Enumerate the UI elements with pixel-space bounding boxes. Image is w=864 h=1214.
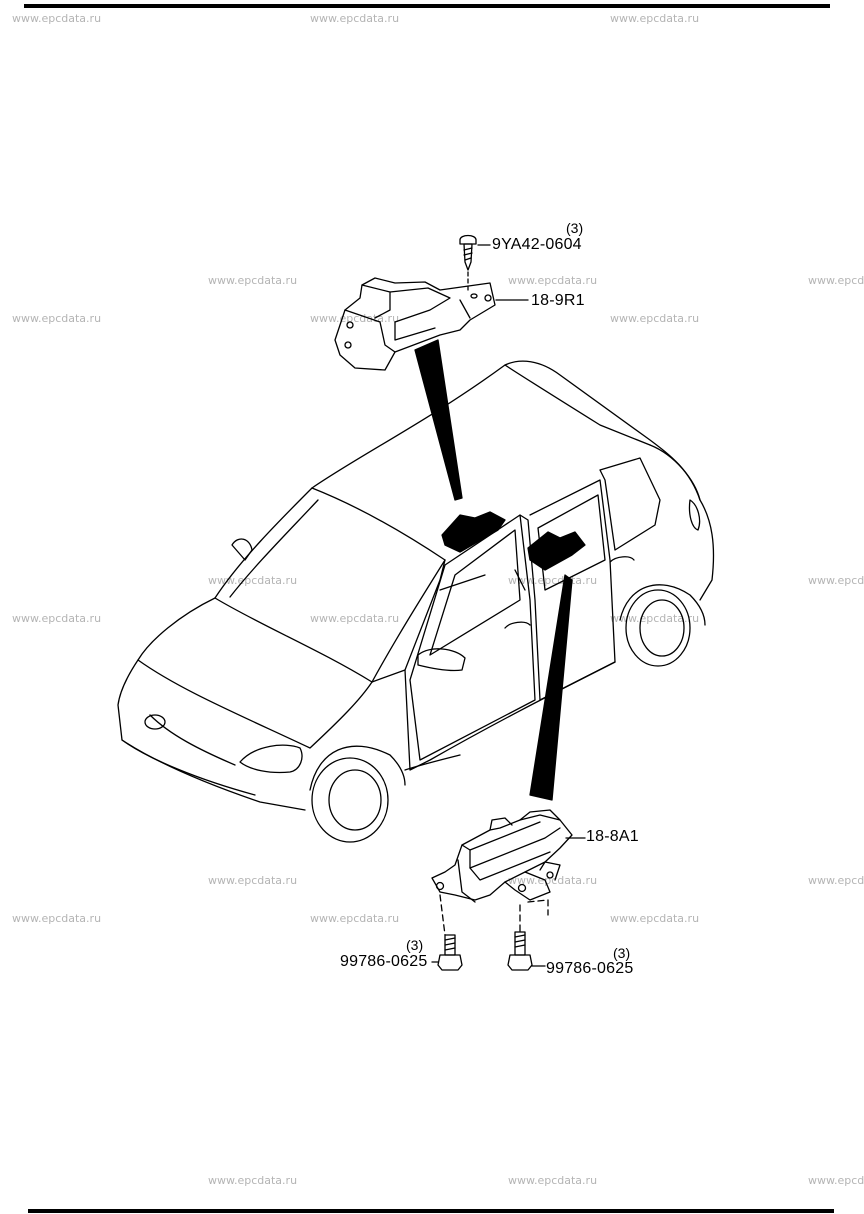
watermark-text: www.epcdata.ru: [610, 12, 700, 25]
right-bolt-drawing: [507, 931, 533, 971]
left-bolt-drawing: [437, 934, 463, 971]
top-bracket-drawing: [334, 277, 496, 371]
top-screw-drawing: [459, 234, 491, 293]
module-on-door: [527, 531, 586, 571]
watermark-text: www.epcdata.ru: [12, 12, 102, 25]
watermark-text: www.epcdata.ru: [808, 574, 864, 587]
qty-bolt-right: (3): [613, 945, 631, 961]
watermark-text: www.epcdata.ru: [310, 312, 400, 325]
part-number-18-8A1: 18-8A1: [586, 828, 639, 845]
qty-bolt-left: (3): [406, 937, 424, 953]
leader-top: [414, 339, 463, 501]
watermark-text: www.epcdata.ru: [808, 1174, 864, 1187]
watermark-text: www.epcdata.ru: [610, 612, 700, 625]
bottom-module-drawing: [431, 809, 573, 903]
watermark-text: www.epcdata.ru: [610, 912, 700, 925]
part-number-18-9R1: 18-9R1: [531, 292, 585, 309]
watermark-text: www.epcdata.ru: [310, 612, 400, 625]
watermark-text: www.epcdata.ru: [610, 312, 700, 325]
watermark-text: www.epcdata.ru: [508, 574, 598, 587]
bottom-rule: [28, 1209, 834, 1213]
part-number-9YA42-0604: 9YA42-0604: [492, 236, 582, 253]
watermark-text: www.epcdata.ru: [12, 912, 102, 925]
module-on-roof: [441, 511, 506, 553]
top-rule: [24, 4, 830, 8]
watermark-text: www.epcdata.ru: [508, 874, 598, 887]
watermark-text: www.epcdata.ru: [208, 874, 298, 887]
watermark-text: www.epcdata.ru: [808, 874, 864, 887]
watermark-text: www.epcdata.ru: [12, 612, 102, 625]
qty-screw-top: (3): [566, 220, 584, 236]
part-number-bolt-left: 99786-0625: [340, 953, 428, 970]
watermark-text: www.epcdata.ru: [310, 912, 400, 925]
watermark-text: www.epcdata.ru: [12, 312, 102, 325]
watermark-text: www.epcdata.ru: [808, 274, 864, 287]
watermark-text: www.epcdata.ru: [310, 12, 400, 25]
watermark-text: www.epcdata.ru: [508, 274, 598, 287]
vehicle-illustration: [117, 360, 715, 843]
leader-bottom: [529, 574, 573, 801]
watermark-text: www.epcdata.ru: [208, 1174, 298, 1187]
part-number-bolt-right: 99786-0625: [546, 960, 634, 977]
watermark-text: www.epcdata.ru: [208, 274, 298, 287]
watermark-text: www.epcdata.ru: [508, 1174, 598, 1187]
